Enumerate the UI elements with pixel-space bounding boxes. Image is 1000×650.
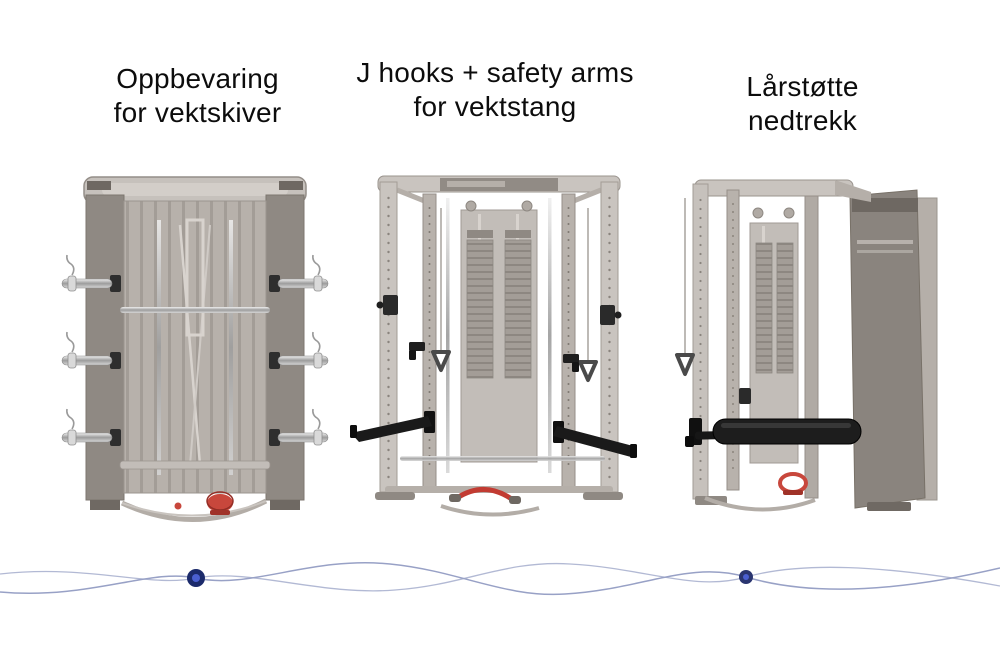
wave-strand-1 [0, 562, 1000, 596]
rack-center-panel [119, 200, 271, 494]
rack-left-column [85, 194, 125, 501]
caption-j-hooks-line1: J hooks + safety arms [356, 57, 634, 88]
cable-handle-left [431, 208, 451, 372]
rack-top-beam-angled [694, 179, 871, 202]
cable-handle-right [578, 208, 598, 382]
smith-guide-rod-right [548, 198, 552, 473]
feature-panel-plate-storage: Oppbevaring for vektskiver [60, 62, 335, 554]
thigh-support-roller [685, 418, 862, 447]
safety-arm-left [350, 411, 435, 442]
smith-top-beam [377, 175, 621, 205]
feature-panel-thigh-support: Lårstøtte nedtrekk [655, 70, 950, 522]
caption-thigh-support: Lårstøtte nedtrekk [655, 70, 950, 138]
caption-plate-storage-line1: Oppbevaring [116, 63, 279, 94]
smith-base-accessories [375, 486, 623, 517]
smith-machine-image [350, 175, 637, 517]
smith-bar [400, 456, 605, 461]
caption-j-hooks: J hooks + safety arms for vektstang [330, 56, 660, 124]
plate-storage-rack-image [61, 176, 329, 522]
weight-stack-towers [460, 200, 538, 463]
rack-base-accessories [90, 491, 300, 522]
rack-right-column [265, 194, 305, 501]
safety-arm-right [553, 421, 637, 458]
cable-handle [675, 198, 695, 376]
smith-outer-uprights [376, 181, 622, 493]
decorative-wave-divider [0, 562, 1000, 596]
plate-storage-pegs-left [61, 254, 121, 446]
wave-bead-right-center [743, 574, 749, 580]
smith-guide-rod-left [446, 198, 450, 473]
rack-side-wall [849, 189, 938, 509]
j-hook-left [409, 342, 425, 360]
feature-panel-j-hooks-safety-arms: J hooks + safety arms for vektstang [330, 56, 660, 526]
j-hook-right [563, 354, 579, 372]
rack-top-beam [83, 176, 307, 204]
rack-base-accessories [695, 472, 911, 512]
caption-thigh-support-line2: nedtrekk [748, 105, 857, 136]
thigh-support-rack-image [675, 179, 938, 512]
wave-bead-left-center [192, 574, 200, 582]
caption-j-hooks-line2: for vektstang [413, 91, 577, 122]
caption-thigh-support-line1: Lårstøtte [746, 71, 859, 102]
plate-storage-pegs-right [269, 254, 329, 446]
caption-plate-storage: Oppbevaring for vektskiver [60, 62, 335, 130]
wave-strand-2 [0, 562, 1000, 592]
caption-plate-storage-line2: for vektskiver [113, 97, 282, 128]
